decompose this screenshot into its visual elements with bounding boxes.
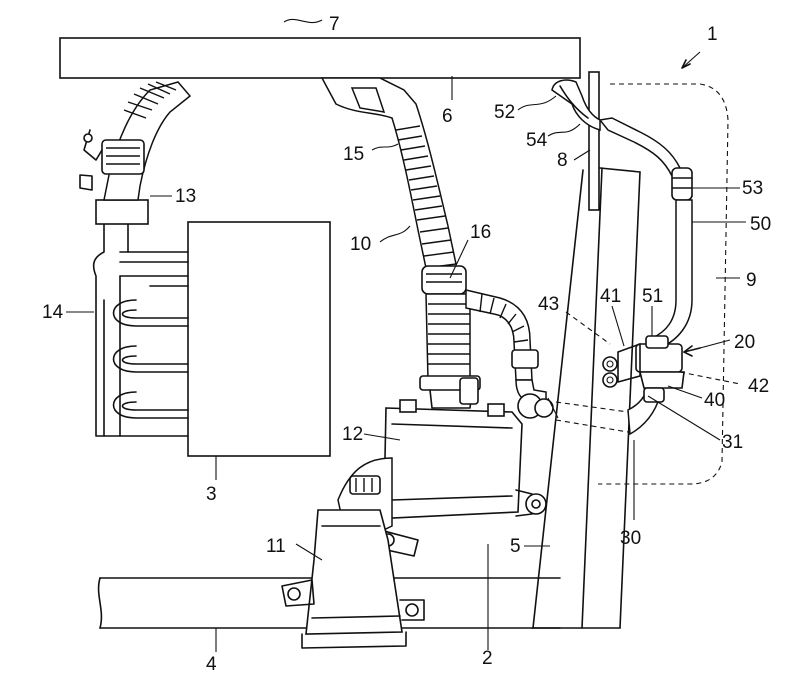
intake-duct-10 bbox=[320, 77, 457, 269]
label-10: 10 bbox=[350, 234, 371, 255]
label-13: 13 bbox=[175, 186, 196, 207]
inlet-11 bbox=[281, 509, 425, 649]
label-43: 43 bbox=[538, 294, 559, 315]
label-50: 50 bbox=[750, 214, 771, 235]
label-54: 54 bbox=[526, 130, 548, 151]
beam-7 bbox=[59, 37, 581, 79]
label-15: 15 bbox=[343, 144, 364, 165]
label-40: 40 bbox=[704, 390, 725, 411]
reference-numerals: 1 7 6 52 54 8 53 50 9 15 10 16 13 14 43 … bbox=[42, 14, 771, 675]
label-16: 16 bbox=[470, 222, 491, 243]
label-7: 7 bbox=[329, 14, 340, 35]
enclosure-9 bbox=[598, 83, 729, 485]
label-6: 6 bbox=[442, 106, 453, 127]
label-20: 20 bbox=[734, 332, 755, 353]
label-41: 41 bbox=[600, 286, 621, 307]
label-8: 8 bbox=[557, 150, 568, 171]
label-53: 53 bbox=[742, 178, 763, 199]
label-12: 12 bbox=[342, 424, 363, 445]
leader-lines bbox=[66, 18, 746, 652]
label-51: 51 bbox=[642, 286, 663, 307]
label-31: 31 bbox=[722, 432, 743, 453]
label-2: 2 bbox=[482, 648, 493, 669]
arrow-markers bbox=[681, 59, 701, 357]
label-52: 52 bbox=[494, 102, 515, 123]
label-42: 42 bbox=[748, 376, 769, 397]
label-30: 30 bbox=[620, 528, 641, 549]
label-3: 3 bbox=[206, 484, 217, 505]
collar-13 bbox=[95, 199, 149, 225]
label-11: 11 bbox=[266, 536, 286, 557]
label-5: 5 bbox=[510, 536, 521, 557]
label-1: 1 bbox=[707, 24, 718, 45]
exhaust-pipe-upper bbox=[79, 81, 192, 201]
line-50 bbox=[551, 79, 693, 349]
manifold-14 bbox=[92, 221, 189, 437]
label-9: 9 bbox=[746, 270, 757, 291]
valve-20 bbox=[602, 335, 685, 403]
branch-hose bbox=[465, 289, 559, 419]
engine-3 bbox=[187, 221, 331, 457]
panel-5 bbox=[531, 167, 641, 629]
coupling-16 bbox=[419, 265, 481, 409]
label-4: 4 bbox=[206, 654, 217, 675]
label-14: 14 bbox=[42, 302, 64, 323]
plate-8 bbox=[588, 71, 600, 211]
